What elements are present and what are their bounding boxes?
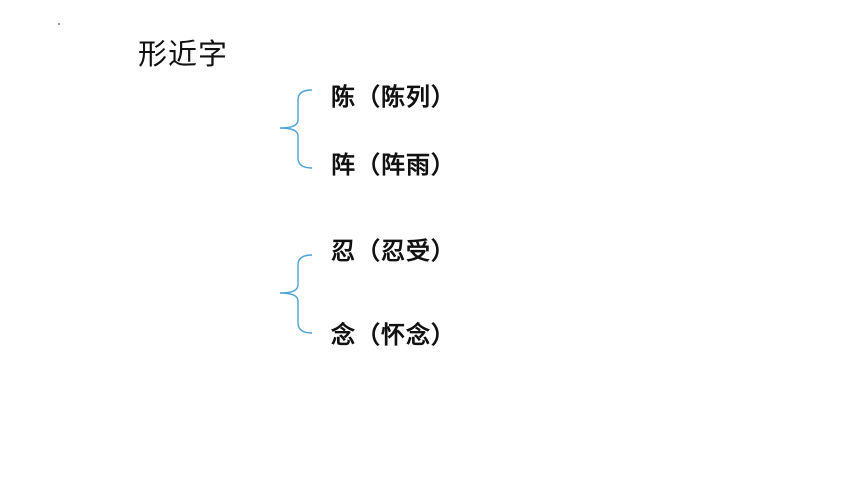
entry-word: 忍受 [381, 237, 431, 265]
group-1-brace [274, 84, 314, 174]
entry-char: 阵 [331, 151, 356, 179]
close-paren: ） [431, 321, 456, 349]
entry-chen: 陈（陈列） [331, 80, 456, 114]
slide-title: 形近字 [138, 37, 229, 71]
close-paren: ） [431, 151, 456, 179]
decorative-dot [58, 23, 60, 25]
entry-char: 念 [331, 321, 356, 349]
entry-nian: 念（怀念） [331, 318, 456, 352]
entry-word: 阵雨 [381, 151, 431, 179]
entry-ren: 忍（忍受） [331, 234, 456, 268]
open-paren: （ [356, 151, 381, 179]
close-paren: ） [431, 83, 456, 111]
entry-zhen: 阵（阵雨） [331, 148, 456, 182]
close-paren: ） [431, 237, 456, 265]
open-paren: （ [356, 237, 381, 265]
entry-word: 怀念 [381, 321, 431, 349]
open-paren: （ [356, 83, 381, 111]
group-2-brace [274, 249, 314, 339]
open-paren: （ [356, 321, 381, 349]
entry-char: 陈 [331, 83, 356, 111]
entry-word: 陈列 [381, 83, 431, 111]
entry-char: 忍 [331, 237, 356, 265]
